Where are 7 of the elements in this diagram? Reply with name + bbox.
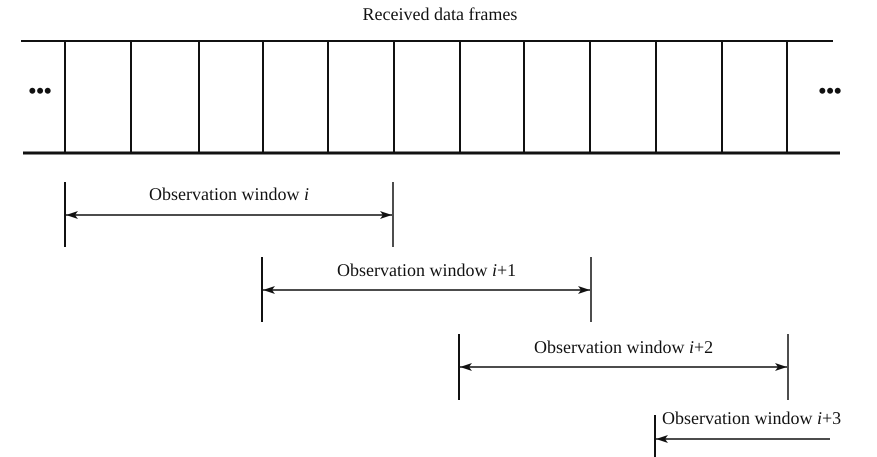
ellipsis-mark: ••• — [818, 81, 842, 101]
heading: Received data frames — [362, 4, 518, 24]
window-label: Observation window i — [149, 184, 309, 204]
window-label: Observation window i+1 — [337, 260, 516, 280]
window-label: Observation window i+2 — [534, 337, 714, 357]
window-label: Observation window i+3 — [662, 408, 842, 428]
ellipsis-mark: ••• — [28, 81, 52, 101]
